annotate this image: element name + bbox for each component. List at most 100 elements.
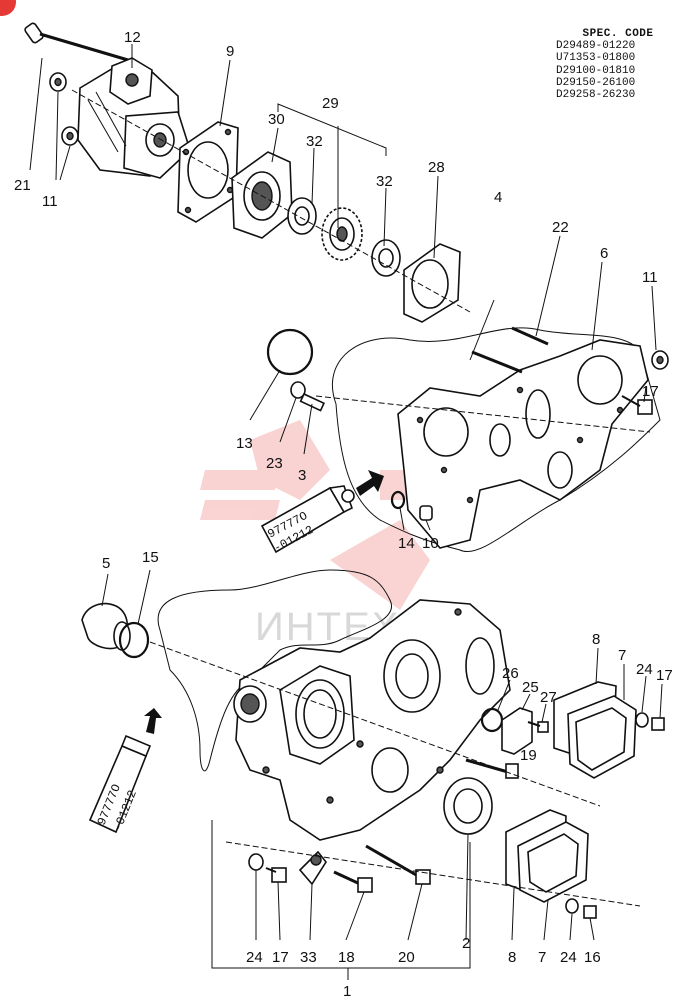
spec-code-2: U71353-01800: [556, 52, 636, 65]
leader-4: [469, 299, 495, 361]
arrow-icon-lower: [144, 708, 162, 734]
callout-4: 4: [494, 189, 502, 206]
sealant-bead-upper: [331, 327, 661, 552]
gasket-28: [403, 243, 461, 323]
sealant-tube-lower: 97777O -01212: [88, 734, 152, 833]
callout-24-lower: 24: [560, 949, 577, 966]
callout-28: 28: [428, 159, 445, 176]
hydraulic-pump-12: [77, 57, 191, 179]
o-ring-26: [480, 707, 504, 733]
bearing-32-right: [371, 239, 401, 277]
callout-9: 9: [226, 43, 234, 60]
callout-18: 18: [338, 949, 355, 966]
washer-24-bottom: [248, 853, 264, 871]
callout-20: 20: [398, 949, 415, 966]
callout-30: 30: [268, 111, 285, 128]
leader-32a: [311, 147, 315, 205]
timing-plate-6: [397, 339, 649, 549]
callout-1: 1: [343, 983, 351, 1000]
callout-32-right: 32: [376, 173, 393, 190]
spec-code-title: SPEC. CODE: [582, 28, 654, 40]
callout-33: 33: [300, 949, 317, 966]
sealant-tube-upper: 97777O -01212: [260, 485, 355, 556]
oil-seal-2: [443, 777, 493, 835]
spec-code-5: D29258-26230: [556, 89, 636, 102]
callout-23: 23: [266, 455, 283, 472]
oil-filler-cap-5: [81, 602, 131, 651]
callout-3: 3: [298, 467, 306, 484]
nut-11-right: [651, 350, 669, 370]
stud-22: [511, 326, 549, 346]
callout-2: 2: [462, 935, 470, 952]
bracket-29: [277, 103, 387, 156]
callout-8-lower: 8: [508, 949, 516, 966]
nut-11-upper: [49, 72, 67, 92]
bracket-1: [211, 820, 471, 969]
callout-5: 5: [102, 555, 110, 572]
clamp-33: [298, 850, 327, 886]
o-ring-14: [390, 490, 406, 510]
callout-7-lower: 7: [538, 949, 546, 966]
callout-24-bottom: 24: [246, 949, 263, 966]
leader-32b: [383, 187, 387, 247]
callout-17-right: 17: [656, 667, 673, 684]
callout-16: 16: [584, 949, 601, 966]
spec-code-1: D29489-01220: [556, 40, 636, 53]
gasket-9: [177, 121, 239, 223]
bolt-17-bottom: [265, 867, 287, 883]
nut-11-lower: [61, 126, 79, 146]
callout-17-bottom: 17: [272, 949, 289, 966]
plug-23-3: [290, 381, 326, 412]
callout-25: 25: [522, 679, 539, 696]
callout-7-upper: 7: [618, 647, 626, 664]
cover-7-lower: [517, 821, 589, 903]
lower-axis-1: [149, 641, 601, 807]
adapter-plate-30: [231, 151, 293, 239]
callout-8-upper: 8: [592, 631, 600, 648]
washer-24-lower: [565, 898, 579, 914]
callout-27: 27: [540, 689, 557, 706]
callout-12: 12: [124, 29, 141, 46]
callout-15: 15: [142, 549, 159, 566]
callout-labels: 21 11 12 9 29 30 32 32 28 4 22 6 11 17 1…: [14, 29, 673, 1000]
callout-29: 29: [322, 95, 339, 112]
upper-plate-axis: [315, 395, 651, 433]
bolt-19: [465, 758, 519, 779]
bolt-27: [527, 721, 549, 733]
callout-10: 10: [422, 535, 439, 552]
callout-13: 13: [236, 435, 253, 452]
o-ring-15: [118, 621, 150, 659]
spec-code-block: SPEC. CODE D29489-01220 U71353-01800 D29…: [556, 28, 680, 101]
lower-axis-2: [225, 841, 641, 907]
o-ring-13: [266, 328, 314, 376]
callout-22: 22: [552, 219, 569, 236]
sealant-bead-lower: [157, 569, 393, 772]
bolt-20: [365, 844, 431, 885]
washer-24-upper: [635, 712, 649, 728]
spec-code-3: D29100-01810: [556, 64, 636, 77]
callout-19: 19: [520, 747, 537, 764]
callout-32-left: 32: [306, 133, 323, 150]
corner-badge: [0, 0, 16, 16]
callout-leaders: [29, 44, 663, 941]
callout-17-upper: 17: [642, 383, 659, 400]
cover-7-upper: [567, 695, 637, 779]
gear-case-1: [233, 599, 511, 841]
callout-11-left: 11: [42, 193, 58, 210]
callout-26: 26: [502, 665, 519, 682]
bolt-17-upper: [621, 395, 653, 415]
bearing-32-left: [287, 197, 317, 235]
cover-25: [501, 707, 533, 755]
arrow-icon: [356, 470, 384, 496]
bolt-16: [583, 905, 597, 919]
top-assembly-axis: [71, 89, 471, 313]
collar-10: [419, 505, 433, 521]
callout-21: 21: [14, 177, 31, 194]
spec-code-4: D29150-26100: [556, 76, 636, 89]
bolt-18: [333, 870, 373, 893]
callout-14: 14: [398, 535, 415, 552]
callout-24-upper: 24: [636, 661, 653, 678]
idle-gear-29: [321, 207, 363, 261]
